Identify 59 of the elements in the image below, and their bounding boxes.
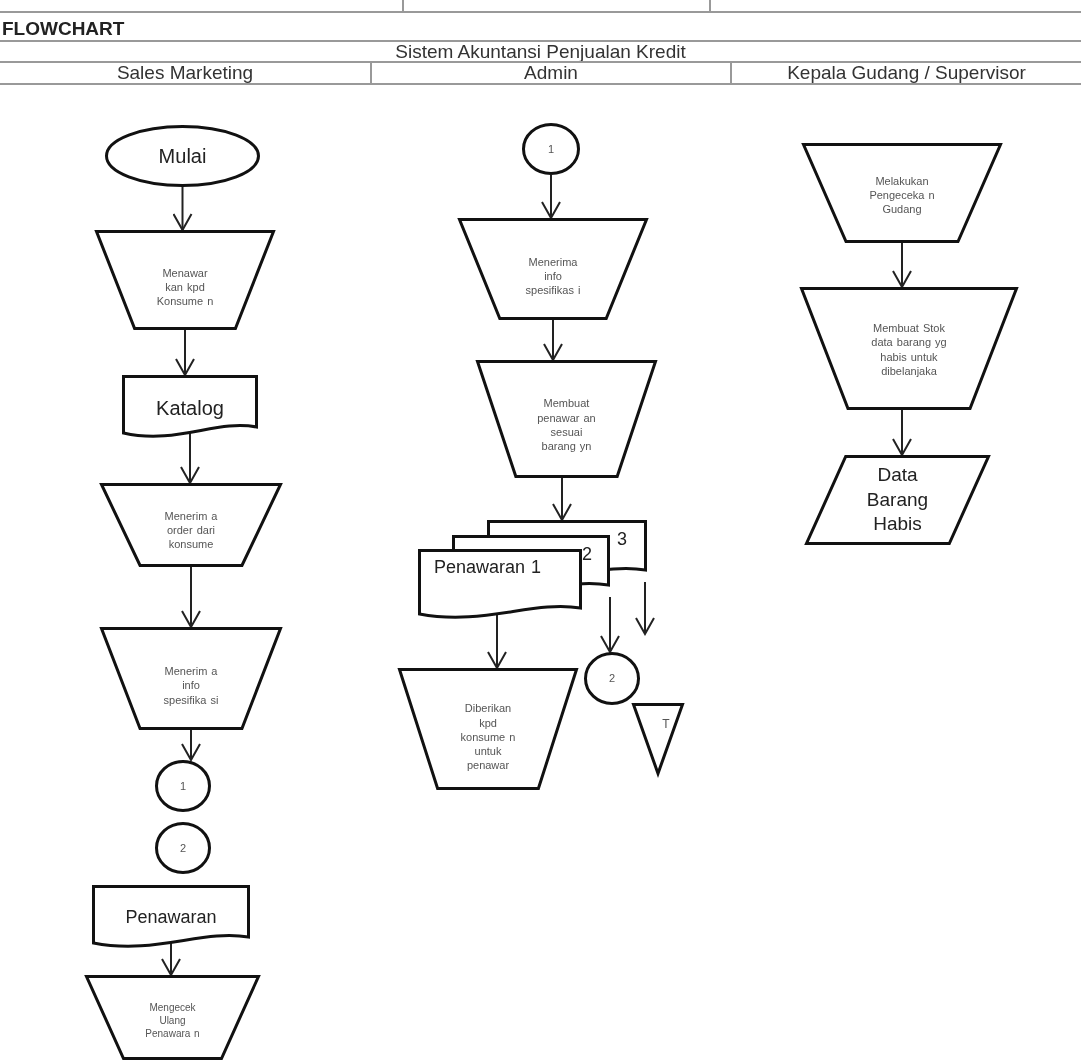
node-label: 2 <box>582 543 593 566</box>
arrow <box>635 581 655 635</box>
node-label: 2 <box>607 671 617 686</box>
arrow <box>541 174 561 219</box>
node-label: Membuat Stok data barang yg habis untuk dibelanjaka <box>870 320 948 379</box>
connector-circle <box>522 123 580 175</box>
node-label: Mulai <box>157 144 208 169</box>
node-label: Menawar kan kpd Konsume n <box>155 265 215 309</box>
arrow <box>552 477 572 521</box>
connector-circle <box>155 822 211 874</box>
manual-operation-trapezoid <box>458 218 648 320</box>
arrow <box>892 242 912 288</box>
node-label: Membuat penawar an sesuai barang yn <box>536 396 597 454</box>
node-label: Menerim a info spesifika si <box>162 664 220 707</box>
arrow <box>175 329 195 376</box>
manual-operation-trapezoid <box>802 143 1002 243</box>
node-label: Data Barang Habis <box>865 462 930 537</box>
node-label: Menerim a order dari konsume <box>163 508 219 552</box>
arrow <box>487 613 507 669</box>
node-label: Katalog <box>155 396 225 421</box>
document-shape <box>92 885 250 951</box>
manual-operation-trapezoid <box>800 287 1018 410</box>
lane-header: Sales Marketing <box>0 61 370 85</box>
manual-operation-trapezoid <box>398 668 578 790</box>
table-header: Sistem Akuntansi Penjualan Kredit <box>0 40 1081 63</box>
data-parallelogram <box>805 455 990 545</box>
manual-operation-trapezoid <box>100 483 282 567</box>
connector-circle <box>584 652 640 705</box>
node-label: Penawaran 1 <box>434 556 543 579</box>
document-shape <box>122 375 258 441</box>
arrow <box>892 409 912 456</box>
node-label: Diberikan kpd konsume n untuk penawar <box>459 701 517 773</box>
lane-header: Admin <box>370 61 730 85</box>
multi-document-shape <box>418 520 647 622</box>
node-label: 1 <box>546 141 556 157</box>
arrow <box>543 319 563 361</box>
node-label: Penawaran <box>124 906 218 930</box>
node-label: 3 <box>617 528 628 551</box>
manual-operation-trapezoid <box>85 975 260 1060</box>
manual-operation-trapezoid <box>100 627 282 730</box>
manual-operation-trapezoid <box>476 360 657 478</box>
node-label: Melakukan Pengeceka n Gudang <box>868 173 936 217</box>
node-label: 2 <box>178 840 188 856</box>
node-label: Menerima info spesifikas i <box>524 254 582 298</box>
terminator-oval <box>105 125 260 187</box>
arrow <box>172 186 193 231</box>
node-label: T <box>661 717 671 733</box>
arrow <box>161 942 181 976</box>
flowchart-title: FLOWCHART <box>2 18 125 40</box>
arrow <box>600 596 620 653</box>
node-label: 1 <box>178 778 188 794</box>
node-label: Mengecek Ulang Penawara n <box>144 1001 201 1040</box>
arrow <box>181 729 201 761</box>
lane-header: Kepala Gudang / Supervisor <box>730 61 1081 85</box>
connector-circle <box>155 760 211 812</box>
manual-operation-trapezoid <box>95 230 275 330</box>
arrow <box>180 432 200 484</box>
arrow <box>181 566 201 628</box>
merge-triangle <box>632 703 684 775</box>
